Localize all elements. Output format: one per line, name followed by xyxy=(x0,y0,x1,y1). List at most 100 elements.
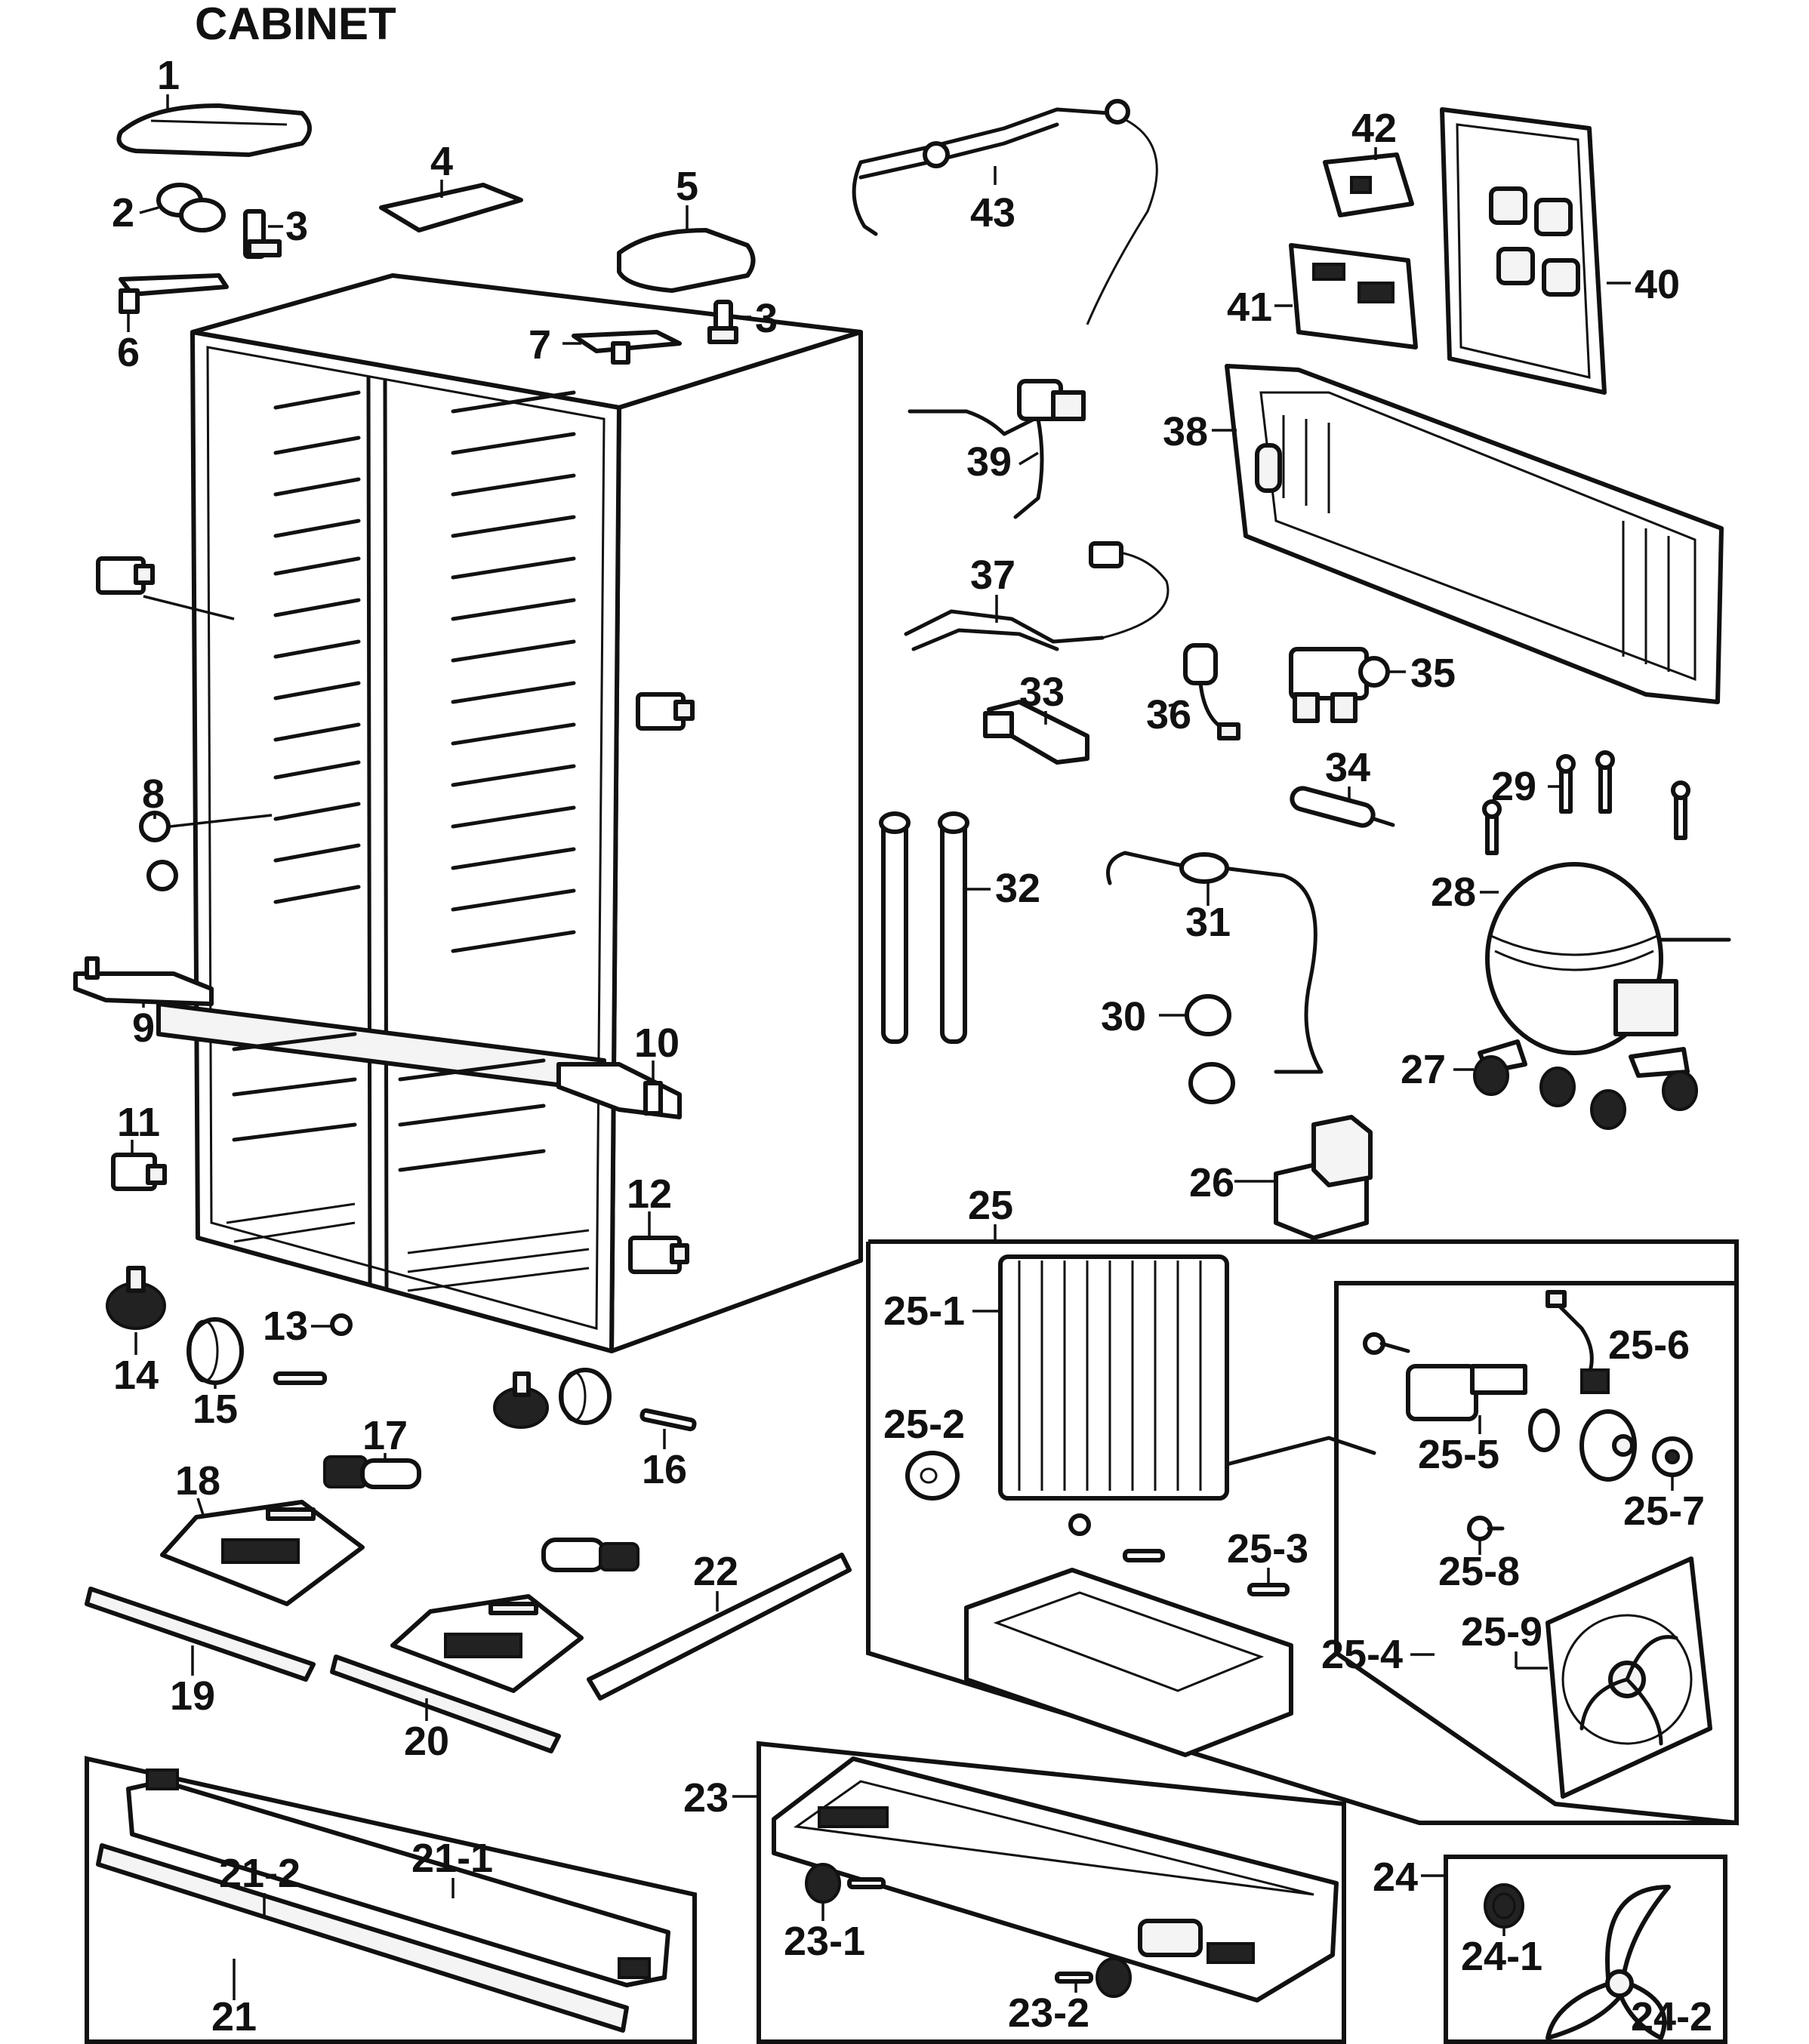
part-10-hinge-bracket-right xyxy=(556,1062,682,1119)
label-34: 34 xyxy=(1325,745,1370,790)
switch-right-upper xyxy=(636,692,695,731)
part-23-1-grommet xyxy=(805,1863,886,1904)
label-18: 18 xyxy=(175,1458,220,1504)
label-3a: 3 xyxy=(285,204,308,249)
part-24-2-fan-blade xyxy=(1546,1885,1671,2040)
part-7-top-hinge-right xyxy=(572,330,682,365)
label-25-3: 25-3 xyxy=(1227,1526,1308,1571)
part-34-drier xyxy=(1290,786,1395,828)
label-25-4: 25-4 xyxy=(1321,1632,1403,1677)
label-1: 1 xyxy=(157,53,180,98)
label-25: 25 xyxy=(968,1183,1013,1228)
part-9-hinge-bracket-left xyxy=(73,956,214,1006)
part-23-base-plate xyxy=(772,1756,1339,2002)
part-30-grommets xyxy=(1185,994,1235,1104)
label-6: 6 xyxy=(117,330,140,375)
label-23: 23 xyxy=(683,1775,729,1821)
part-5-hinge-cover-right xyxy=(617,228,756,293)
label-20: 20 xyxy=(404,1719,449,1764)
label-21-2: 21-2 xyxy=(219,1851,300,1896)
label-19: 19 xyxy=(170,1673,215,1719)
part-35-water-valve xyxy=(1289,647,1390,723)
part-42-pcb-small xyxy=(1323,152,1414,217)
part-17-bulb-socket xyxy=(323,1455,421,1489)
part-11-switch xyxy=(111,1153,167,1191)
label-31: 31 xyxy=(1185,900,1231,945)
label-25-2: 25-2 xyxy=(883,1402,965,1447)
part-43-water-tube-assembly xyxy=(852,99,1158,325)
part-25-5-fan-motor-bracket xyxy=(1363,1332,1527,1421)
part-32-insulating-tubes xyxy=(879,811,969,1044)
part-23-group-box xyxy=(757,1741,1346,2044)
part-24-1-spring xyxy=(1484,1883,1524,1929)
switch-left-upper xyxy=(96,556,155,595)
label-2: 2 xyxy=(112,190,134,235)
label-9: 9 xyxy=(132,1005,155,1051)
part-25-4-group-box xyxy=(1334,1281,1739,1826)
fan-motor xyxy=(1579,1409,1637,1482)
label-24-2: 24-2 xyxy=(1631,1994,1712,2039)
part-29-bolts xyxy=(1482,750,1690,855)
label-26: 26 xyxy=(1189,1160,1234,1205)
label-25-8: 25-8 xyxy=(1438,1549,1520,1594)
part-25-7-fan-hub xyxy=(1652,1436,1693,1477)
label-14: 14 xyxy=(113,1353,159,1398)
part-1-hinge-cover xyxy=(116,103,312,157)
part-41-pcb-main xyxy=(1289,243,1418,349)
part-36-capacitor xyxy=(1183,643,1240,740)
part-25-group-box xyxy=(866,1239,1739,1825)
label-25-1: 25-1 xyxy=(883,1288,965,1334)
label-43: 43 xyxy=(970,190,1015,235)
leveler-right xyxy=(493,1371,549,1429)
part-25-9-fan-shroud xyxy=(1546,1556,1712,1799)
part-16-axle-pin xyxy=(639,1408,697,1432)
label-12: 12 xyxy=(627,1171,672,1217)
part-39-thermostat xyxy=(908,379,1086,519)
part-23-2-grommet xyxy=(1055,1957,1132,1998)
part-12-switch xyxy=(628,1236,689,1274)
label-22: 22 xyxy=(693,1549,738,1594)
label-23-1: 23-1 xyxy=(784,1919,865,1964)
label-24-1: 24-1 xyxy=(1461,1934,1542,1979)
lamp-cover-right xyxy=(390,1594,584,1693)
part-8-plugs xyxy=(139,811,178,891)
part-6-top-hinge-left xyxy=(119,273,229,314)
label-25-7: 25-7 xyxy=(1623,1488,1705,1534)
label-16: 16 xyxy=(642,1447,687,1492)
evaporator-tray xyxy=(964,1568,1293,1757)
label-33: 33 xyxy=(1019,670,1065,715)
part-21-group-box xyxy=(85,1756,697,2044)
label-28: 28 xyxy=(1431,870,1476,915)
diagram-title: CABINET xyxy=(195,0,396,49)
part-25-3-screws xyxy=(1068,1513,1290,1596)
part-25-6-motor-wire xyxy=(1546,1290,1610,1394)
label-21-1: 21-1 xyxy=(411,1836,493,1881)
label-8: 8 xyxy=(142,771,165,817)
part-25-8-screw xyxy=(1467,1516,1505,1541)
left-shelf-rails xyxy=(273,390,361,904)
label-25-5: 25-5 xyxy=(1418,1432,1499,1477)
part-13-screw xyxy=(330,1313,353,1336)
label-5: 5 xyxy=(676,164,698,209)
label-7: 7 xyxy=(529,322,551,368)
label-35: 35 xyxy=(1410,651,1456,696)
label-10: 10 xyxy=(634,1020,680,1066)
part-21-2-trim xyxy=(96,1843,629,2033)
refrigerator-cabinet xyxy=(156,273,863,1353)
label-40: 40 xyxy=(1635,262,1680,307)
label-27: 27 xyxy=(1401,1047,1446,1092)
label-25-9: 25-9 xyxy=(1461,1609,1542,1655)
label-4: 4 xyxy=(430,139,453,184)
part-25-1-evaporator xyxy=(998,1254,1376,1501)
part-38-machine-cover xyxy=(1225,364,1724,704)
bulb-socket-right xyxy=(541,1538,639,1572)
part-2-hinge-gaskets xyxy=(156,183,226,232)
part-21-1-base-cover xyxy=(126,1768,670,1987)
part-15-roller-left xyxy=(186,1317,244,1385)
label-3b: 3 xyxy=(755,296,778,341)
part-26-relay-cover xyxy=(1274,1115,1373,1240)
label-15: 15 xyxy=(193,1387,238,1432)
label-13: 13 xyxy=(263,1304,308,1349)
label-21: 21 xyxy=(211,1994,257,2039)
part-22-trim-bar xyxy=(587,1553,852,1701)
